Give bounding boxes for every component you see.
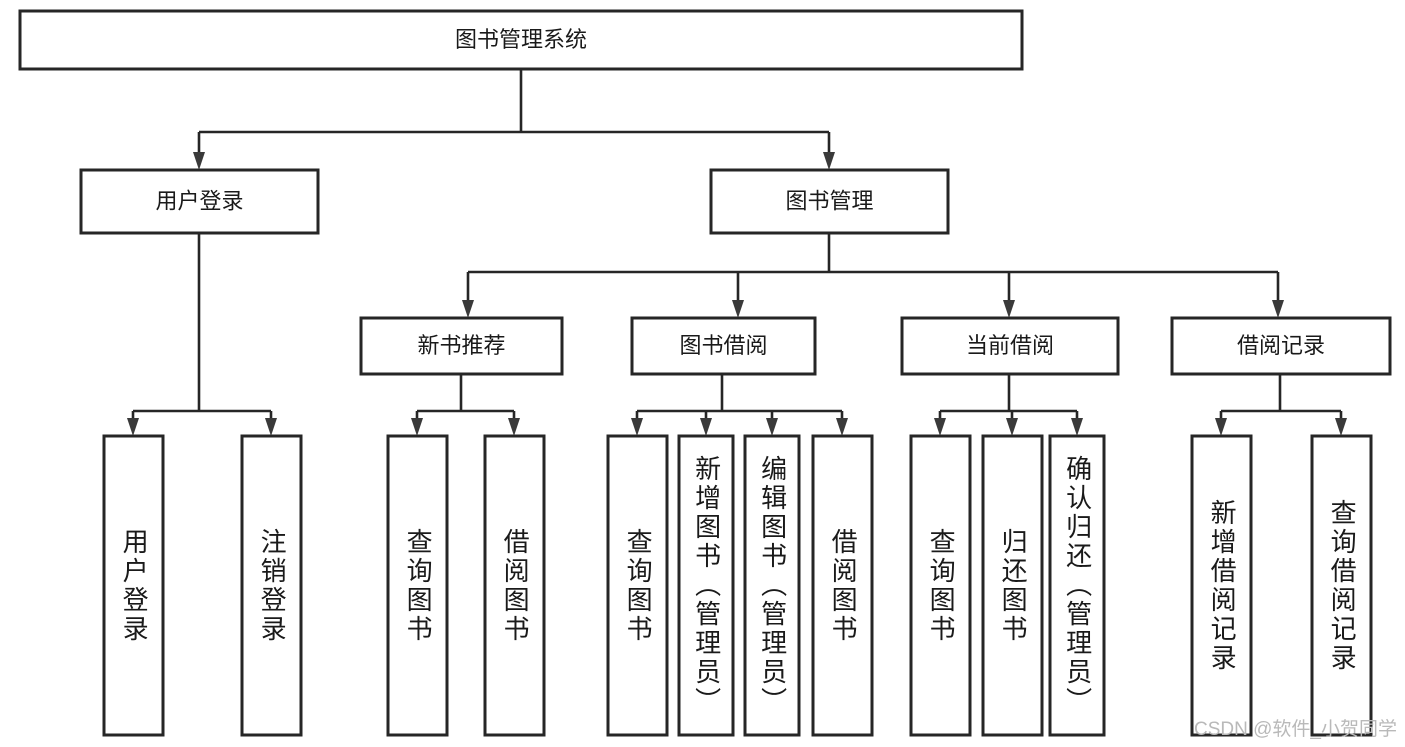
arrow-head-icon bbox=[462, 300, 474, 318]
node-label-book-manage: 图书管理 bbox=[785, 188, 873, 213]
arrow-head-icon bbox=[631, 418, 643, 436]
node-label-new-book-recommend: 新书推荐 bbox=[417, 333, 505, 358]
arrow-head-icon bbox=[934, 418, 946, 436]
arrow-head-icon bbox=[1003, 300, 1015, 318]
arrow-head-icon bbox=[1335, 418, 1347, 436]
arrow-head-icon bbox=[411, 418, 423, 436]
node-box-leaf-user-login[interactable] bbox=[102, 434, 165, 737]
arrow-head-icon bbox=[732, 300, 744, 318]
arrow-head-icon bbox=[508, 418, 520, 436]
node-label-book-borrow: 图书借阅 bbox=[679, 333, 767, 358]
node-box-leaf-query-book-3[interactable] bbox=[909, 434, 972, 737]
node-box-current-borrow[interactable] bbox=[900, 316, 1120, 376]
node-layer bbox=[18, 9, 1392, 737]
node-box-leaf-logout-login[interactable] bbox=[240, 434, 303, 737]
arrow-head-icon bbox=[265, 418, 277, 436]
arrow-head-icon bbox=[127, 418, 139, 436]
arrow-head-icon bbox=[1006, 418, 1018, 436]
node-label-root: 图书管理系统 bbox=[455, 27, 587, 52]
node-box-leaf-query-record[interactable] bbox=[1310, 434, 1373, 737]
node-label-user-login: 用户登录 bbox=[155, 188, 243, 213]
node-label-current-borrow: 当前借阅 bbox=[966, 333, 1054, 358]
csdn-watermark: CSDN @软件_小贺同学 bbox=[1194, 719, 1397, 740]
node-box-borrow-record[interactable] bbox=[1170, 316, 1392, 376]
node-box-leaf-query-book-2[interactable] bbox=[606, 434, 669, 737]
node-box-leaf-query-book-1[interactable] bbox=[386, 434, 449, 737]
arrow-head-icon bbox=[836, 418, 848, 436]
arrow-head-icon bbox=[700, 418, 712, 436]
node-box-leaf-add-book[interactable] bbox=[677, 434, 735, 737]
node-box-leaf-add-record[interactable] bbox=[1190, 434, 1253, 737]
connector-layer bbox=[127, 69, 1347, 436]
node-box-root[interactable] bbox=[18, 9, 1024, 71]
node-box-book-manage[interactable] bbox=[709, 168, 950, 235]
arrow-head-icon bbox=[193, 152, 205, 170]
arrow-head-icon bbox=[1272, 300, 1284, 318]
arrow-head-icon bbox=[823, 152, 835, 170]
node-box-leaf-return-book[interactable] bbox=[981, 434, 1044, 737]
node-box-book-borrow[interactable] bbox=[630, 316, 817, 376]
node-box-leaf-borrow-book-1[interactable] bbox=[483, 434, 546, 737]
node-box-new-book-recommend[interactable] bbox=[359, 316, 564, 376]
node-box-leaf-borrow-book-2[interactable] bbox=[811, 434, 874, 737]
arrow-head-icon bbox=[766, 418, 778, 436]
node-label-borrow-record: 借阅记录 bbox=[1237, 333, 1325, 358]
node-box-leaf-confirm-return[interactable] bbox=[1048, 434, 1106, 737]
node-box-user-login[interactable] bbox=[79, 168, 320, 235]
arrow-head-icon bbox=[1071, 418, 1083, 436]
node-box-leaf-edit-book[interactable] bbox=[743, 434, 801, 737]
arrow-head-icon bbox=[1215, 418, 1227, 436]
